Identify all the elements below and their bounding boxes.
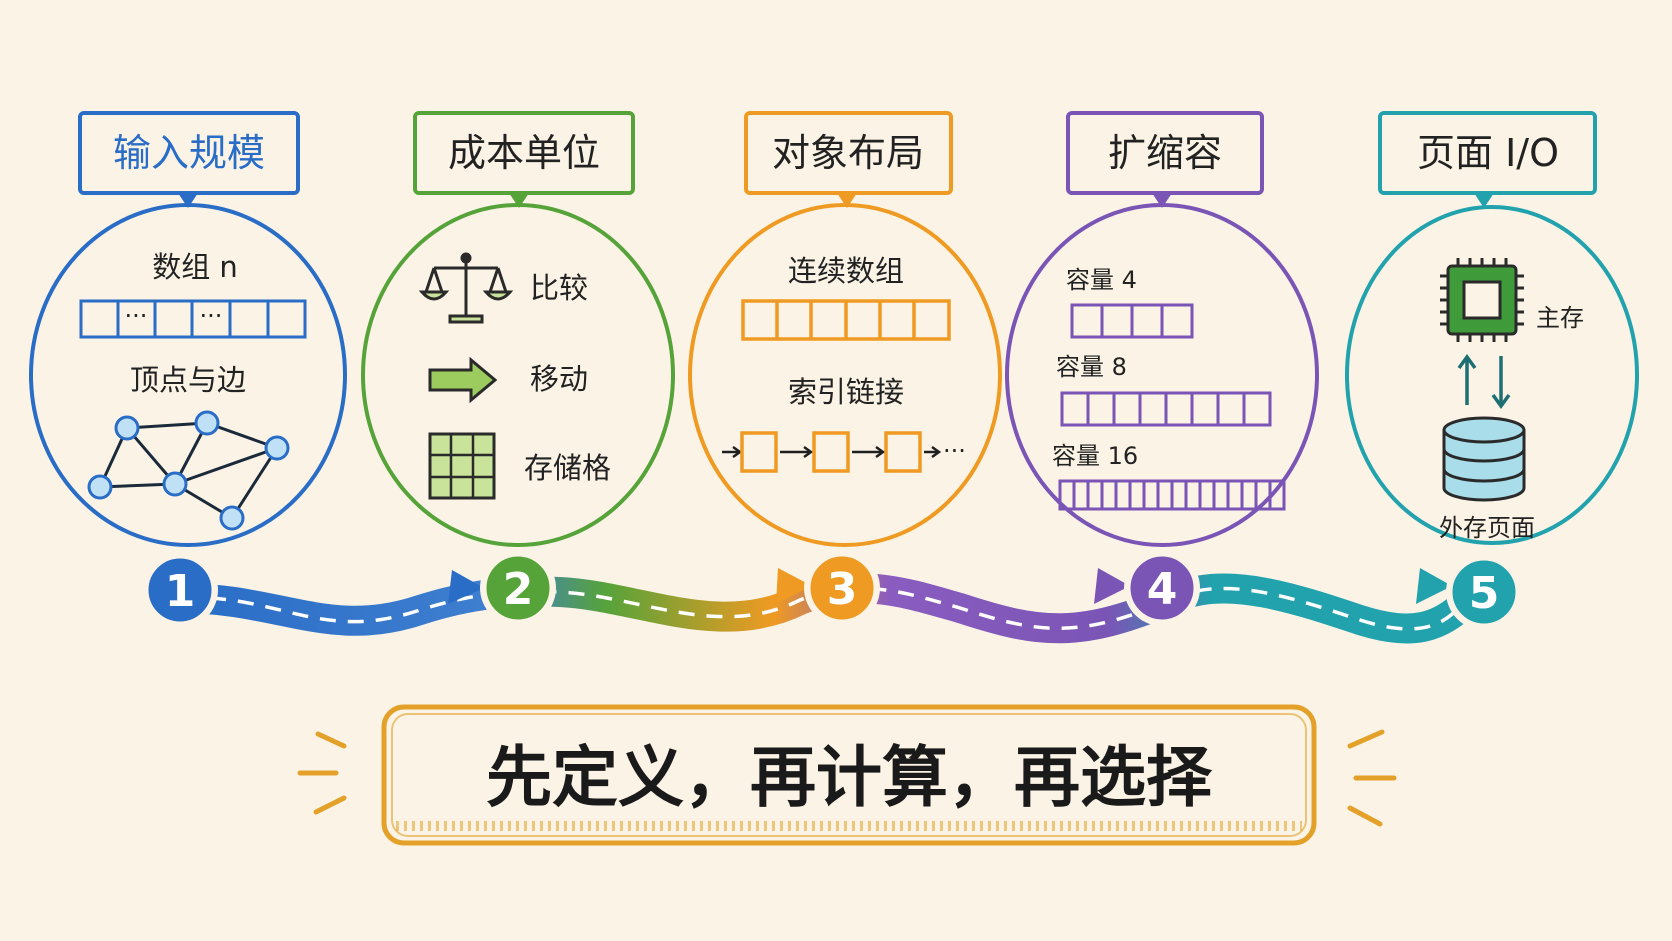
sparkle-lines-right [1347, 729, 1397, 827]
stage-5-title: 页面 I/O [1417, 131, 1559, 175]
capacity-cell [1114, 479, 1132, 511]
capacity-cell [1268, 479, 1286, 511]
move-label: 移动 [530, 362, 588, 396]
main-memory-label: 主存 [1536, 304, 1584, 332]
road-arrowhead-3 [776, 568, 812, 604]
capacity-cell [1212, 479, 1230, 511]
capacity-4-cells [1070, 303, 1194, 339]
stage-5-circle [1345, 205, 1639, 545]
capacity-cell [1198, 479, 1216, 511]
road-arrowhead-2 [448, 570, 484, 604]
step-badge-2: 2 [480, 550, 556, 626]
capacity-8-cells [1060, 391, 1272, 427]
capacity-4-label: 容量 4 [1066, 266, 1137, 294]
capacity-cell [1216, 391, 1246, 427]
stage-5-title-pointer [1474, 193, 1494, 208]
storage-cell-label: 存储格 [524, 451, 611, 485]
linked-nodes [722, 431, 942, 473]
capacity-8-label: 容量 8 [1056, 353, 1127, 381]
capacity-cell [1242, 391, 1272, 427]
array-cell-ellipsis-1: ··· [125, 302, 148, 330]
capacity-cell [1138, 391, 1168, 427]
motto-text: 先定义，再计算，再选择 [486, 739, 1213, 816]
contiguous-array-cells [741, 299, 951, 341]
stage-1-title-pointer [178, 193, 198, 208]
capacity-cell [1160, 303, 1194, 339]
index-link-label: 索引链接 [788, 375, 904, 409]
capacity-cell [1130, 303, 1164, 339]
sparkle-lines-left [297, 731, 347, 815]
capacity-cell [1060, 391, 1090, 427]
stage-2-title: 成本单位 [448, 131, 600, 175]
capacity-cell [1142, 479, 1160, 511]
chip-icon [1440, 258, 1524, 342]
step-badge-5: 5 [1446, 554, 1522, 630]
capacity-cell [1156, 479, 1174, 511]
step-badge-4: 4 [1124, 550, 1200, 626]
external-pages-label: 外存页面 [1439, 514, 1535, 542]
step-badge-1: 1 [142, 552, 218, 628]
stage-1: 输入规模 数组 n ··· ··· 顶点与边 [29, 111, 347, 547]
capacity-16-label: 容量 16 [1052, 442, 1138, 470]
array-n-label: 数组 n [152, 250, 238, 284]
capacity-cell [1190, 391, 1220, 427]
stage-1-title: 输入规模 [113, 131, 265, 175]
capacity-cell [1086, 391, 1116, 427]
stage-5: 页面 I/O 主存 外存页面 [1345, 111, 1639, 545]
step-number-3: 3 [827, 564, 858, 615]
capacity-cell [1086, 479, 1104, 511]
road-arrowhead-5 [1416, 568, 1452, 604]
contiguous-array-label: 连续数组 [788, 254, 904, 288]
stage-4-title-pointer [1152, 193, 1172, 208]
capacity-cell [1240, 479, 1258, 511]
up-down-arrows-icon [1457, 354, 1511, 409]
balance-scale-icon [418, 252, 514, 324]
capacity-cell [1072, 479, 1090, 511]
database-icon [1442, 416, 1526, 502]
array-n-cells: ··· ··· [79, 299, 307, 339]
step-number-2: 2 [503, 564, 534, 615]
stage-4: 扩缩容 容量 4 容量 8 容量 16 [1005, 111, 1319, 547]
road-arrowhead-4 [1094, 568, 1130, 604]
capacity-cell [1226, 479, 1244, 511]
capacity-cell [1184, 479, 1202, 511]
stage-4-title: 扩缩容 [1108, 131, 1222, 175]
capacity-cell [1112, 391, 1142, 427]
graph-icon [87, 410, 290, 531]
capacity-cell [1070, 303, 1104, 339]
capacity-cell [1128, 479, 1146, 511]
step-number-1: 1 [165, 566, 196, 617]
stage-3-title: 对象布局 [772, 131, 924, 175]
stage-3-title-pointer [837, 193, 857, 208]
capacity-16-cells [1058, 479, 1286, 511]
capacity-cell [1170, 479, 1188, 511]
linked-tail-ellipsis: ··· [943, 437, 966, 465]
stage-3: 对象布局 连续数组 索引链接 ··· [688, 111, 1002, 547]
compare-label: 比较 [530, 271, 588, 305]
right-arrow-icon [428, 356, 498, 404]
motto-banner: 先定义，再计算，再选择 [381, 704, 1317, 846]
stage-2: 成本单位 比较 移动 存储格 [361, 111, 675, 547]
capacity-cell [1100, 303, 1134, 339]
grid-icon [428, 432, 496, 500]
step-number-4: 4 [1147, 564, 1178, 615]
stage-2-circle [361, 203, 675, 547]
stage-2-title-pointer [509, 193, 529, 208]
step-number-5: 5 [1469, 568, 1500, 619]
capacity-cell [1100, 479, 1118, 511]
step-badge-3: 3 [804, 550, 880, 626]
graph-label: 顶点与边 [130, 363, 246, 397]
array-cell-ellipsis-2: ··· [200, 302, 223, 330]
capacity-cell [1164, 391, 1194, 427]
